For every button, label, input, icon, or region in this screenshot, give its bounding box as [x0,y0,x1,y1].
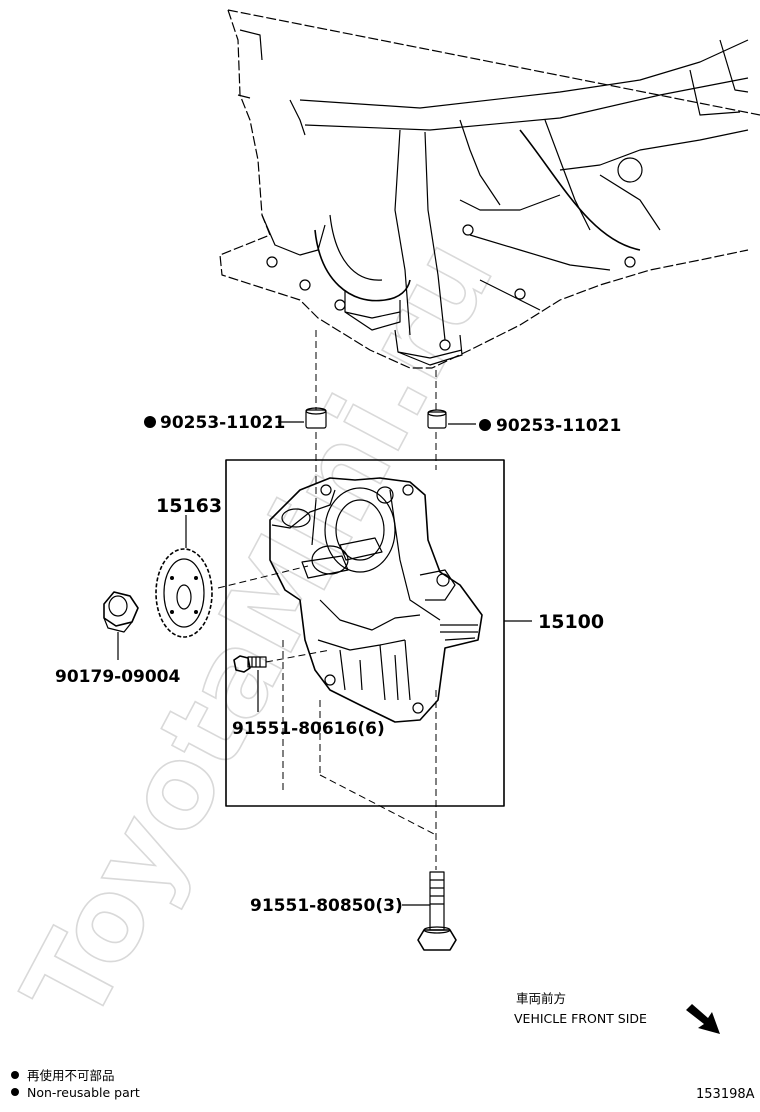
part-number-bolt-small[interactable]: 91551-80616(6) [232,719,385,739]
vehicle-front-label-jp: 車両前方 [516,991,566,1006]
part-number-oil-pump-assy[interactable]: 15100 [538,611,604,633]
vehicle-front-label-en: VEHICLE FRONT SIDE [514,1011,647,1026]
legend-dot-icon-en [11,1088,19,1096]
part-number-collar-right[interactable]: 90253-11021 [496,416,621,436]
collar-right-illustration [427,409,447,429]
part-number-bolt-long[interactable]: 91551-80850(3) [250,896,403,916]
vehicle-front-arrow-icon [686,1004,720,1034]
figure-id: 153198A [696,1087,755,1102]
part-number-collar-left[interactable]: 90253-11021 [160,413,285,433]
engine-block-illustration [219,9,760,369]
nut-illustration [103,591,139,633]
oil-pump-illustration [269,477,483,723]
non-reusable-mark-left [144,416,156,428]
part-number-sprocket[interactable]: 15163 [156,495,222,517]
sprocket-illustration [155,548,213,638]
non-reusable-mark-right [479,419,491,431]
long-bolt-illustration [417,871,457,951]
oil-pump-assy-frame [225,459,505,807]
legend-label-jp: 再使用不可部品 [27,1068,115,1083]
watermark-text: ToyotaMini.ru [0,220,519,1043]
small-bolt-illustration [233,655,267,673]
legend-label-en: Non-reusable part [27,1085,140,1100]
part-number-nut[interactable]: 90179-09004 [55,667,181,687]
collar-left-illustration [305,407,327,429]
legend-dot-icon [11,1071,19,1079]
